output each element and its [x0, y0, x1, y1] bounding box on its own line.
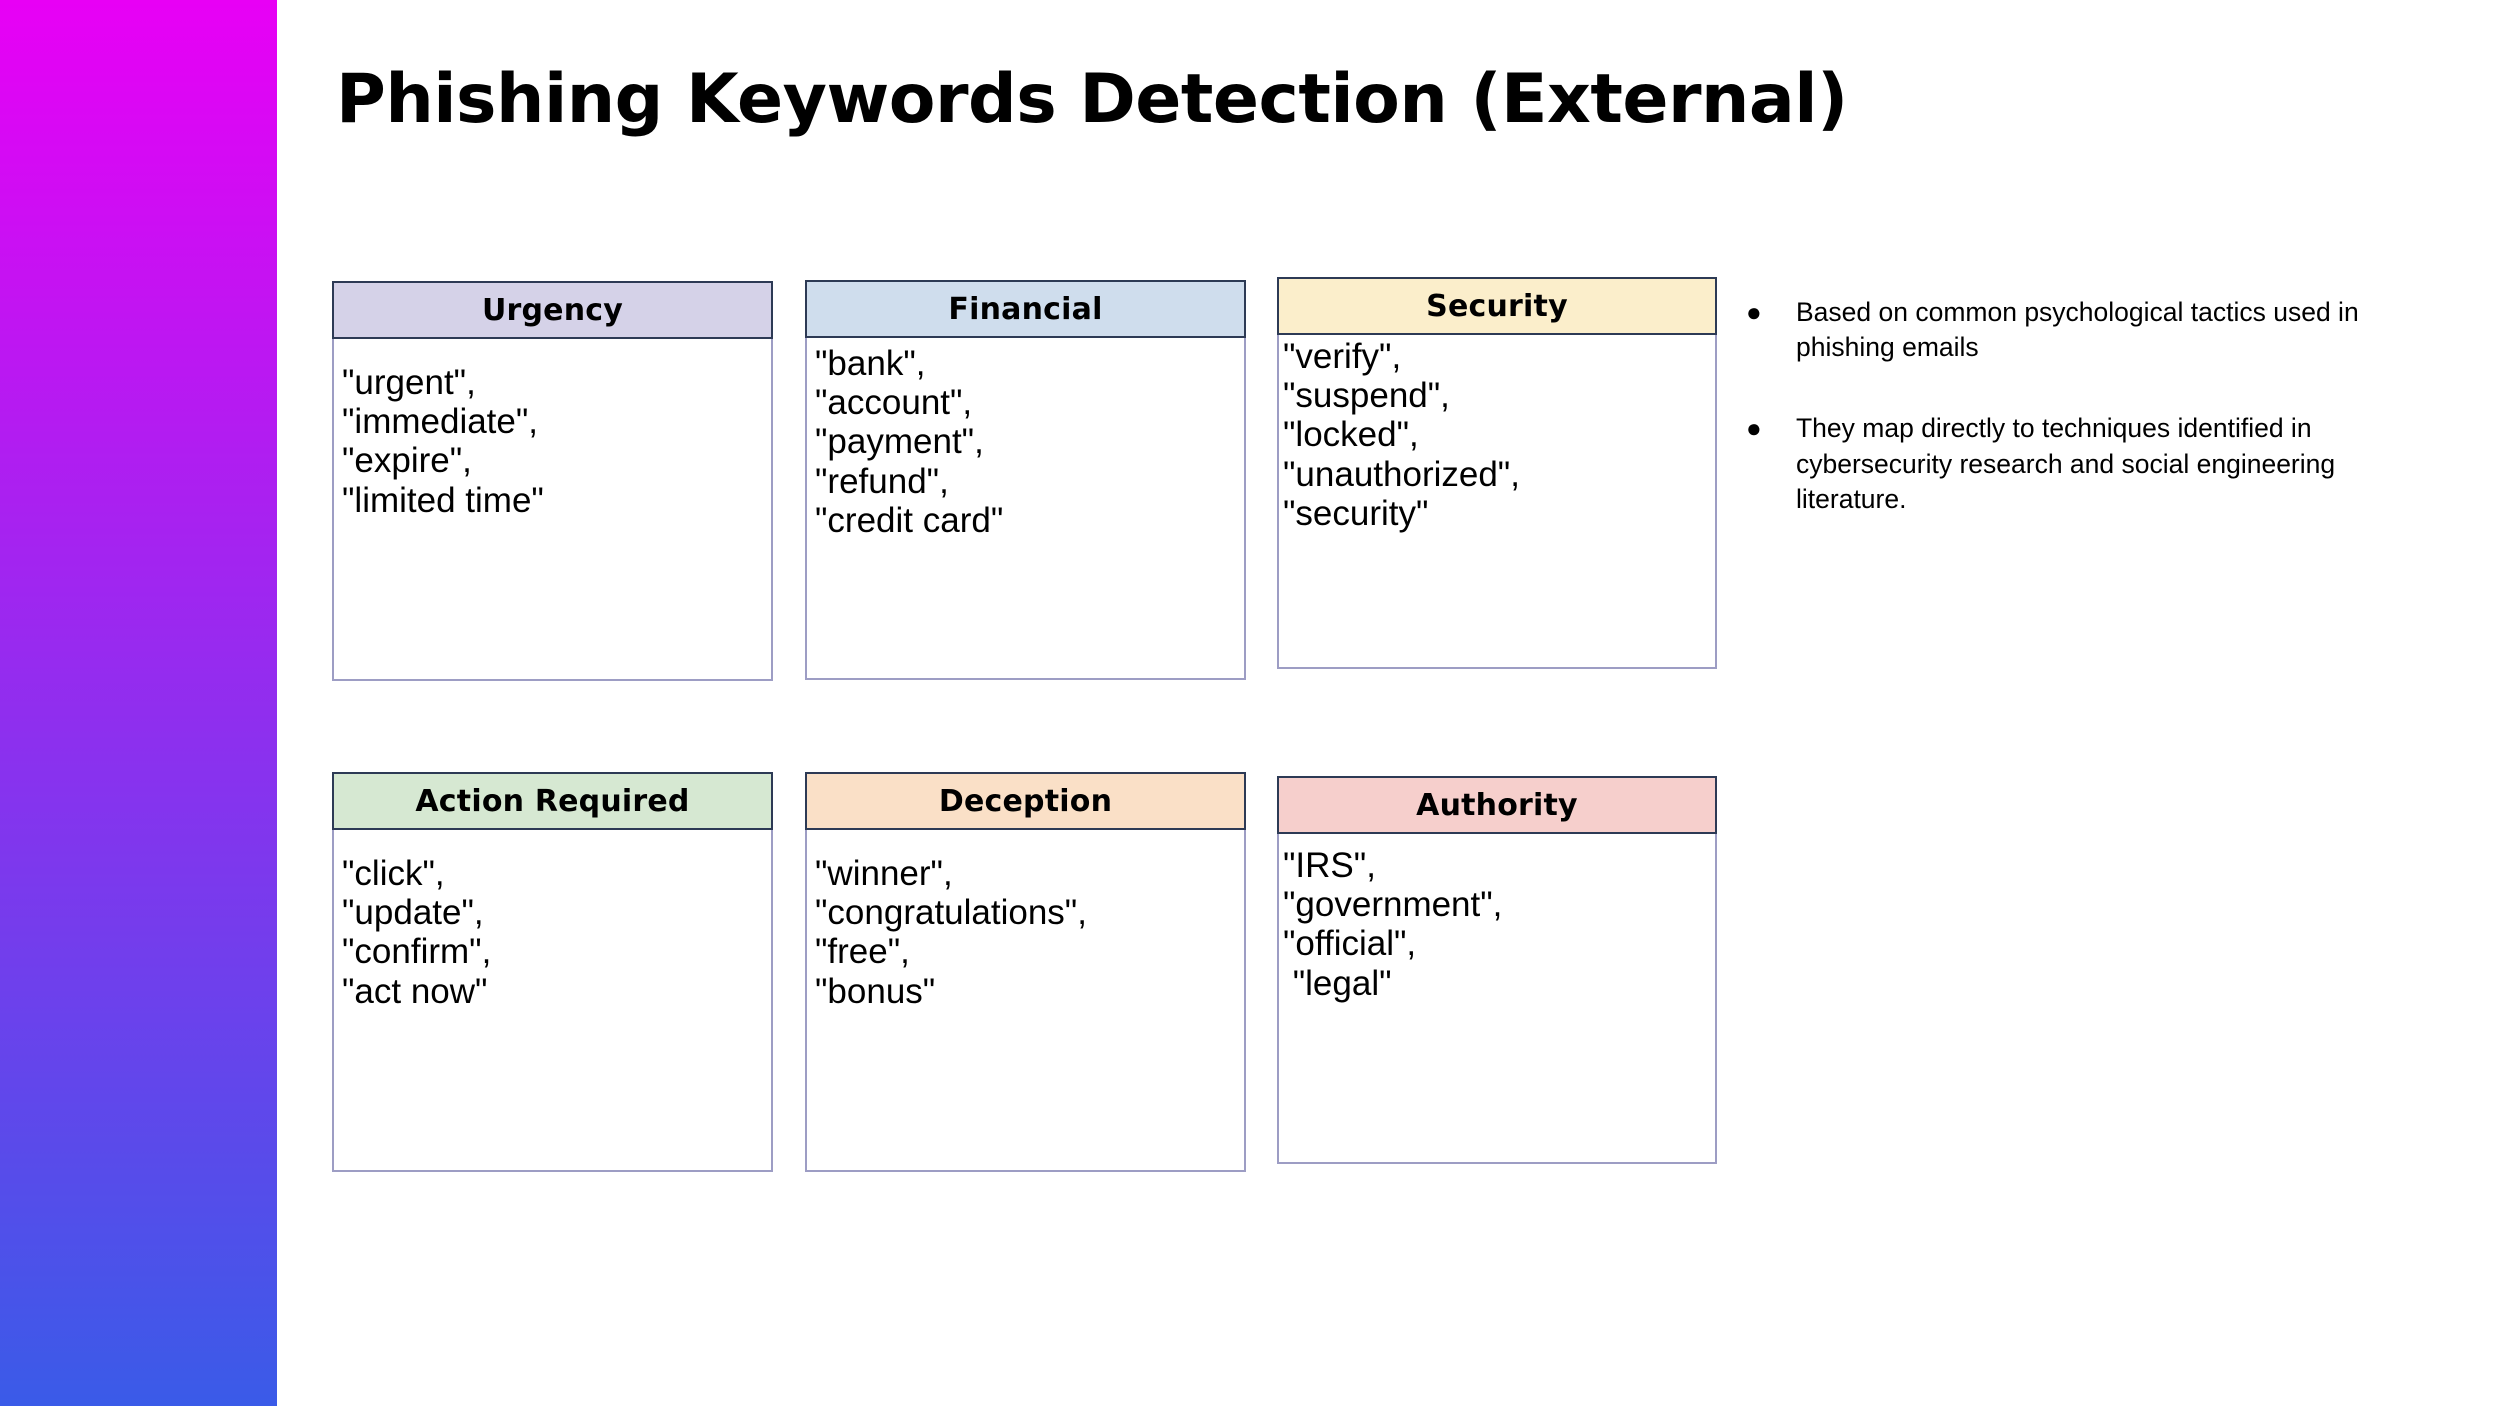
keyword-card-urgency: Urgency "urgent", "immediate", "expire",… — [332, 281, 773, 681]
bullet-dot-icon: ● — [1746, 413, 1762, 444]
card-keywords-urgency: "urgent", "immediate", "expire", "limite… — [332, 339, 773, 681]
card-keywords-deception: "winner", "congratulations", "free", "bo… — [805, 830, 1246, 1172]
keyword-card-authority: Authority "IRS", "government", "official… — [1277, 776, 1717, 1164]
keyword-card-action-required: Action Required "click", "update", "conf… — [332, 772, 773, 1172]
page-title: Phishing Keywords Detection (External) — [336, 60, 1848, 139]
list-item: ● They map directly to techniques identi… — [1742, 411, 2362, 517]
keyword-card-deception: Deception "winner", "congratulations", "… — [805, 772, 1246, 1172]
card-header-authority: Authority — [1277, 776, 1717, 834]
card-keywords-security: "verify", "suspend", "locked", "unauthor… — [1277, 335, 1717, 669]
notes-panel: ● Based on common psychological tactics … — [1742, 295, 2362, 563]
note-text: Based on common psychological tactics us… — [1796, 297, 2359, 363]
card-header-urgency: Urgency — [332, 281, 773, 339]
list-item: ● Based on common psychological tactics … — [1742, 295, 2362, 365]
card-keywords-financial: "bank", "account", "payment", "refund", … — [805, 338, 1246, 680]
bullet-dot-icon: ● — [1746, 297, 1762, 327]
card-keywords-action-required: "click", "update", "confirm", "act now" — [332, 830, 773, 1172]
note-text: They map directly to techniques identifi… — [1796, 413, 2336, 514]
card-header-financial: Financial — [805, 280, 1246, 338]
left-gradient-accent-bar — [0, 0, 277, 1406]
card-header-security: Security — [1277, 277, 1717, 335]
card-header-action-required: Action Required — [332, 772, 773, 830]
keyword-card-financial: Financial "bank", "account", "payment", … — [805, 280, 1246, 680]
keyword-card-security: Security "verify", "suspend", "locked", … — [1277, 277, 1717, 669]
card-header-deception: Deception — [805, 772, 1246, 830]
card-keywords-authority: "IRS", "government", "official", "legal" — [1277, 834, 1717, 1164]
